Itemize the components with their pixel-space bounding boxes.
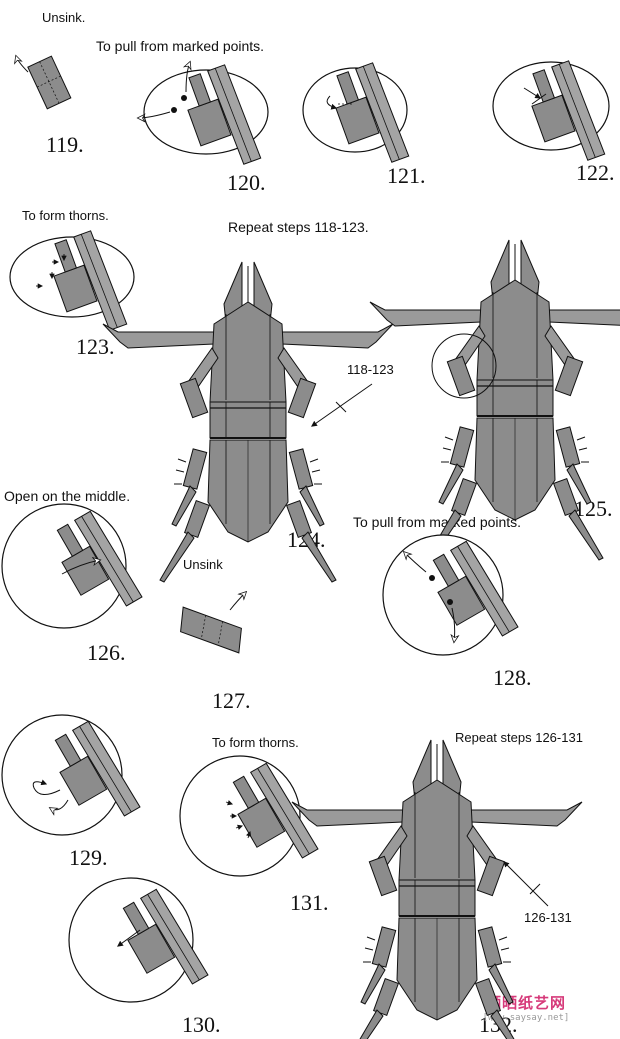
step-119-figure	[28, 56, 71, 109]
step-125-beetle	[370, 240, 620, 560]
step-132-beetle	[292, 740, 582, 1039]
step-124-beetle	[103, 262, 393, 582]
step-127-figure	[175, 607, 247, 653]
